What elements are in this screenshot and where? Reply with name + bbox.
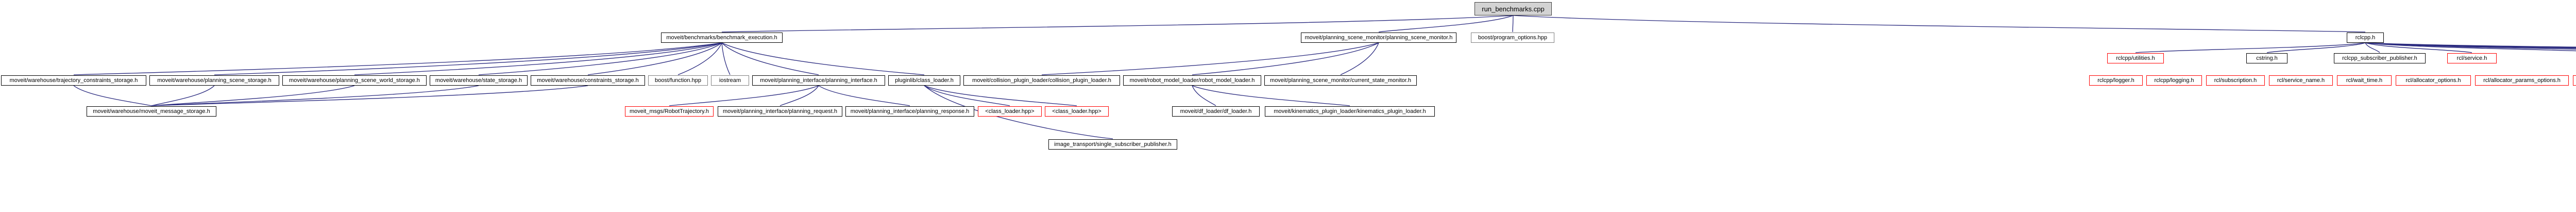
graph-edge <box>2365 42 2576 47</box>
graph-node[interactable]: moveit/planning_interface/planning_inter… <box>752 75 885 86</box>
graph-node[interactable]: moveit/planning_scene_monitor/current_st… <box>1264 75 1417 86</box>
graph-edge <box>2365 42 2380 53</box>
graph-edge <box>2135 42 2366 53</box>
graph-node[interactable]: rclcpp/utilities.h <box>2107 53 2164 63</box>
graph-edge <box>2365 42 2576 50</box>
graph-edge <box>73 42 722 75</box>
graph-node[interactable]: moveit/warehouse/moveit_message_storage.… <box>87 106 216 117</box>
graph-edge <box>924 85 1113 139</box>
graph-root-node[interactable]: run_benchmarks.cpp <box>1475 2 1552 15</box>
graph-node[interactable]: moveit_msgs/RobotTrajectory.h <box>625 106 714 117</box>
graph-node[interactable]: <class_loader.hpp> <box>978 106 1042 117</box>
graph-edge <box>587 42 722 75</box>
graph-edge <box>721 42 925 75</box>
graph-edge <box>151 85 355 106</box>
graph-edge <box>924 85 1010 106</box>
graph-node[interactable]: rcl/service_client.h <box>2573 75 2576 86</box>
graph-node[interactable]: rcl/wait_time.h <box>2337 75 2392 86</box>
graph-node[interactable]: moveit/warehouse/trajectory_constraints_… <box>1 75 146 86</box>
graph-edge <box>779 85 819 106</box>
graph-edge <box>151 85 215 106</box>
graph-edge <box>1041 42 1379 75</box>
graph-edge <box>1192 85 1350 106</box>
graph-edge <box>2365 42 2472 53</box>
graph-node[interactable]: rclcpp_subscriber_publisher.h <box>2334 53 2426 63</box>
graph-node[interactable]: moveit/df_loader/df_loader.h <box>1172 106 1260 117</box>
graph-node[interactable]: rcl/service.h <box>2447 53 2497 63</box>
graph-node[interactable]: moveit/warehouse/planning_scene_world_st… <box>282 75 427 86</box>
graph-node[interactable]: moveit/planning_scene_monitor/planning_s… <box>1301 32 1456 43</box>
graph-edge <box>1192 42 1379 75</box>
graph-edge <box>1340 42 1379 75</box>
graph-node[interactable]: image_transport/single_subscriber_publis… <box>1048 139 1177 150</box>
graph-node[interactable]: moveit/warehouse/planning_scene_storage.… <box>149 75 279 86</box>
graph-node[interactable]: boost/program_options.hpp <box>1471 32 1554 43</box>
graph-edge <box>1378 15 1514 32</box>
graph-edge <box>669 85 819 106</box>
graph-edge <box>2365 42 2576 52</box>
graph-node[interactable]: rcl/allocator_options.h <box>2396 75 2471 86</box>
graph-node[interactable]: moveit/planning_interface/planning_reque… <box>718 106 842 117</box>
graph-edge <box>354 42 722 75</box>
graph-node[interactable]: boost/function.hpp <box>648 75 708 86</box>
graph-edge <box>924 85 1077 106</box>
graph-edge <box>151 85 479 106</box>
graph-node[interactable]: moveit/planning_interface/planning_respo… <box>845 106 974 117</box>
graph-edge <box>721 42 731 75</box>
graph-node[interactable]: rcl/allocator_params_options.h <box>2475 75 2569 86</box>
graph-edge <box>151 85 588 106</box>
graph-node[interactable]: moveit/warehouse/constraints_storage.h <box>531 75 645 86</box>
graph-edge <box>214 42 722 75</box>
graph-edge <box>721 15 1514 32</box>
graph-edge <box>721 42 819 75</box>
graph-node[interactable]: rcl/service_name.h <box>2269 75 2333 86</box>
graph-node[interactable]: rclcpp/logging.h <box>2146 75 2202 86</box>
graph-node[interactable]: moveit/robot_model_loader/robot_model_lo… <box>1123 75 1261 86</box>
graph-node[interactable]: moveit/collision_plugin_loader/collision… <box>963 75 1120 86</box>
graph-node[interactable]: moveit/kinematics_plugin_loader/kinemati… <box>1265 106 1435 117</box>
graph-node[interactable]: moveit/warehouse/state_storage.h <box>430 75 528 86</box>
graph-edge <box>1513 15 2366 32</box>
graph-node[interactable]: rcl/subscription.h <box>2206 75 2265 86</box>
graph-node[interactable]: rclcpp/logger.h <box>2089 75 2143 86</box>
graph-node[interactable]: rclcpp.h <box>2347 32 2384 43</box>
graph-edge <box>818 85 910 106</box>
graph-edge <box>1192 85 1216 106</box>
graph-node[interactable]: cstring.h <box>2246 53 2287 63</box>
graph-node[interactable]: iostream <box>711 75 749 86</box>
graph-node[interactable]: <class_loader.hpp> <box>1045 106 1109 117</box>
graph-edge <box>677 42 722 75</box>
graph-node[interactable]: moveit/benchmarks/benchmark_execution.h <box>661 32 783 43</box>
graph-node[interactable]: pluginlib/class_loader.h <box>888 75 960 86</box>
graph-edge <box>478 42 722 75</box>
graph-edge <box>73 85 152 106</box>
graph-edge <box>2266 42 2366 53</box>
